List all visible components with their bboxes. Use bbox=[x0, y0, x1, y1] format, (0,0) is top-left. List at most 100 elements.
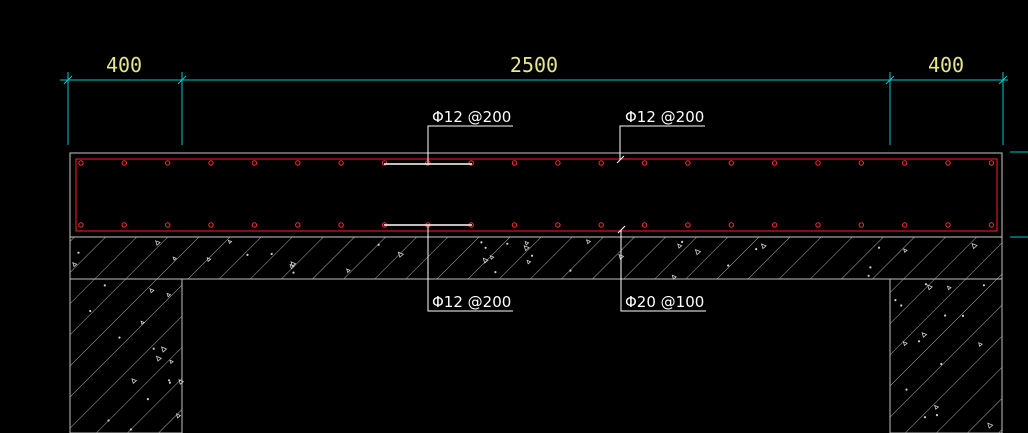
top-rebar-dot bbox=[988, 160, 995, 166]
aggregate-triangle bbox=[178, 379, 185, 385]
top-rebar-dot bbox=[208, 160, 214, 166]
aggregate-dot bbox=[917, 340, 921, 343]
aggregate-triangle bbox=[206, 257, 212, 263]
aggregate-triangle bbox=[921, 332, 928, 338]
dim-text-right: 400 bbox=[928, 53, 964, 77]
aggregate-dot bbox=[869, 266, 872, 269]
bottom-rebar-dot bbox=[685, 222, 691, 228]
lap-splices bbox=[384, 163, 472, 226]
aggregate-dot bbox=[270, 252, 273, 256]
aggregate-dot bbox=[935, 413, 939, 417]
aggregate-triangle bbox=[934, 404, 940, 410]
aggregate-dot bbox=[377, 243, 380, 246]
aggregate-dot bbox=[867, 274, 870, 277]
aggregate-triangle bbox=[694, 248, 702, 256]
top-rebar-dot bbox=[685, 160, 691, 166]
aggregate-dot bbox=[923, 416, 927, 419]
top-rebar-dot bbox=[468, 160, 474, 166]
bottom-rebar-dot bbox=[771, 222, 778, 228]
aggregate-triangle bbox=[978, 342, 983, 347]
bottom-rebar-dot bbox=[511, 222, 518, 228]
aggregate-triangle bbox=[671, 274, 677, 280]
aggregate-triangle bbox=[927, 284, 933, 291]
aggregate-triangle bbox=[172, 256, 177, 261]
aggregate-triangle bbox=[290, 261, 297, 268]
aggregate-triangle bbox=[523, 245, 530, 252]
aggregate-dot bbox=[680, 240, 684, 243]
bottom-rebar-dot bbox=[208, 222, 214, 228]
top-rebar-dot bbox=[728, 160, 734, 166]
aggregate-dot bbox=[940, 362, 943, 366]
aggregate-dot bbox=[755, 248, 758, 251]
top-rebar-dot bbox=[121, 160, 128, 166]
aggregate-dot bbox=[292, 271, 295, 274]
bottom-rebar-dot bbox=[728, 222, 734, 228]
aggregate-dot bbox=[924, 283, 928, 286]
aggregate-triangle bbox=[346, 268, 351, 274]
bottom-rebar-dot bbox=[78, 222, 84, 228]
aggregate-dot bbox=[943, 314, 947, 317]
aggregate-marks bbox=[72, 239, 994, 431]
slab-outline bbox=[69, 152, 1003, 238]
top-rebar-dot bbox=[251, 160, 258, 166]
top-rebar-dot bbox=[78, 160, 84, 166]
bottom-rebar-dot bbox=[641, 222, 648, 228]
top-rebar-dot bbox=[771, 160, 778, 166]
aggregate-dot bbox=[152, 347, 155, 350]
dim-text-middle: 2500 bbox=[510, 53, 558, 77]
aggregate-triangle bbox=[971, 242, 978, 250]
leader-bottom-right bbox=[620, 230, 706, 312]
aggregate-triangle bbox=[160, 346, 168, 353]
bottom-rebar-dot bbox=[902, 222, 908, 228]
dim-text-left: 400 bbox=[106, 53, 142, 77]
aggregate-dot bbox=[129, 428, 132, 431]
label-top-left: Φ12 @200 bbox=[432, 108, 511, 126]
bottom-rebar-dot bbox=[598, 222, 604, 228]
tick-2 bbox=[177, 75, 187, 85]
aggregate-triangle bbox=[677, 243, 683, 249]
aggregate-dot bbox=[506, 242, 509, 245]
rebar-dots bbox=[78, 160, 995, 228]
tick-4 bbox=[998, 75, 1008, 85]
top-rebar-dot bbox=[381, 160, 388, 166]
aggregate-dot bbox=[494, 270, 497, 274]
aggregate-dot bbox=[480, 241, 483, 244]
top-rebar-dot bbox=[338, 160, 344, 166]
bottom-rebar-dot bbox=[295, 222, 301, 228]
label-top-right: Φ12 @200 bbox=[625, 108, 704, 126]
rebar-outline bbox=[75, 158, 998, 232]
aggregate-dot bbox=[905, 388, 908, 391]
aggregate-dot bbox=[118, 336, 121, 339]
aggregate-dot bbox=[877, 246, 881, 249]
tick-1 bbox=[63, 75, 73, 85]
leader-tick-bottom bbox=[617, 225, 626, 234]
aggregate-dot bbox=[961, 314, 965, 317]
bottom-rebar-dot bbox=[815, 222, 821, 228]
concrete-base-strip bbox=[69, 236, 1003, 280]
aggregate-dot bbox=[569, 269, 572, 272]
aggregate-dot bbox=[168, 381, 171, 384]
aggregate-triangle bbox=[482, 257, 489, 264]
aggregate-triangle bbox=[149, 288, 155, 294]
aggregate-triangle bbox=[526, 259, 532, 265]
aggregate-triangle bbox=[760, 243, 767, 250]
aggregate-triangle bbox=[140, 320, 145, 326]
rebar-callouts bbox=[427, 125, 706, 312]
top-rebar-dot bbox=[945, 160, 951, 166]
bottom-rebar-dot bbox=[338, 222, 344, 228]
aggregate-triangle bbox=[131, 378, 138, 385]
aggregate-triangle bbox=[397, 251, 404, 258]
aggregate-dot bbox=[103, 284, 106, 287]
concrete-right-wall bbox=[889, 278, 1003, 433]
aggregate-dot bbox=[894, 298, 897, 302]
top-rebar-dot bbox=[858, 160, 864, 166]
bottom-rebar-dot bbox=[945, 222, 951, 228]
bottom-rebar-dot bbox=[555, 222, 561, 228]
aggregate-triangle bbox=[166, 292, 172, 298]
aggregate-triangle bbox=[903, 248, 908, 254]
aggregate-triangle bbox=[155, 355, 163, 362]
aggregate-triangle bbox=[585, 239, 592, 245]
aggregate-triangle bbox=[169, 359, 174, 365]
aggregate-dot bbox=[107, 419, 110, 422]
